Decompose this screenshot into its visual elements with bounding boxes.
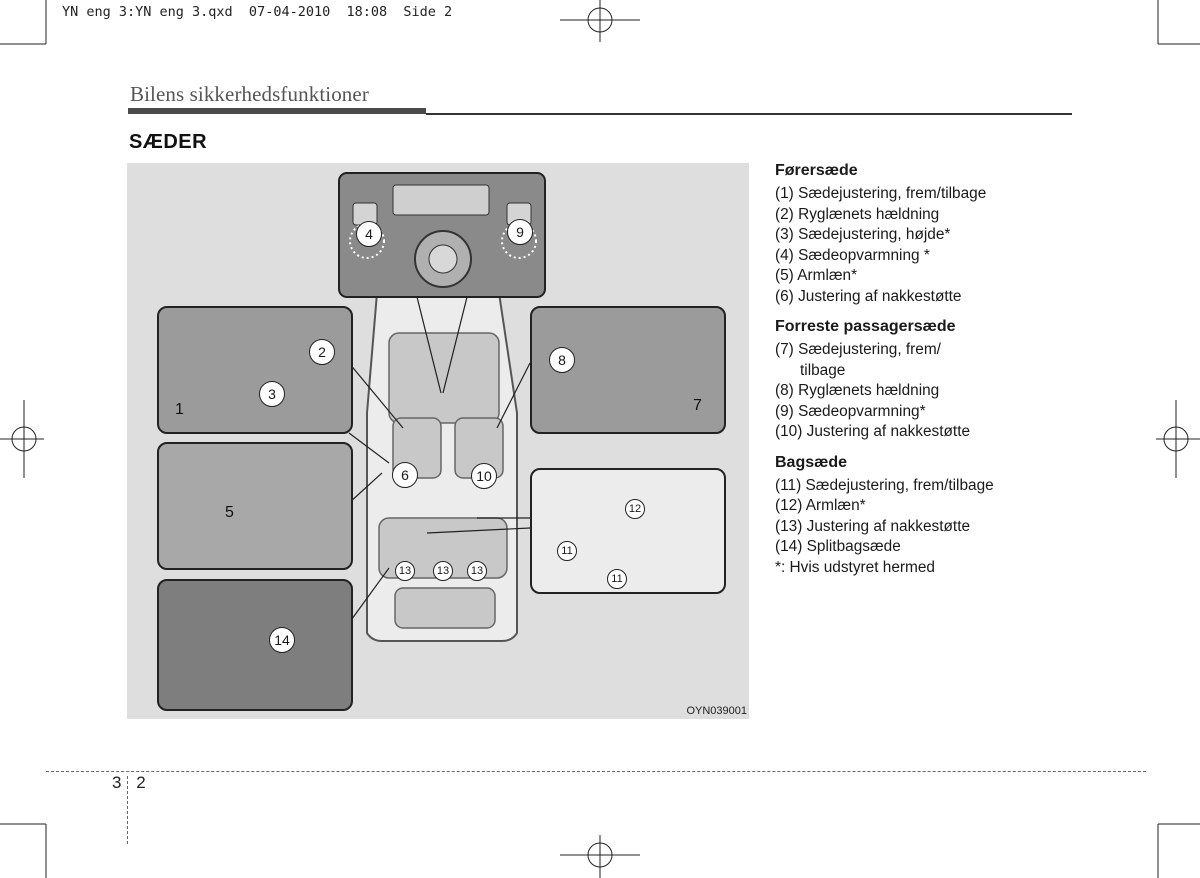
figure-code: OYN039001 bbox=[686, 705, 747, 717]
cargo-area bbox=[394, 587, 496, 629]
seats-illustration: 1 2 3 4 5 6 7 8 9 10 11 11 12 13 13 13 1… bbox=[127, 163, 749, 719]
group-rear-seat: Bagsæde (11) Sædejustering, frem/tilbage… bbox=[775, 453, 1155, 579]
list-item: (3) Sædejustering, højde* bbox=[775, 226, 951, 243]
callout-6: 6 bbox=[392, 462, 418, 488]
callout-12: 12 bbox=[625, 499, 645, 519]
callout-11a: 11 bbox=[557, 541, 577, 561]
callout-14: 14 bbox=[269, 627, 295, 653]
list-item: (13) Justering af nakkestøtte bbox=[775, 517, 971, 535]
inset-driver-seat-side bbox=[157, 306, 353, 434]
inset-rear-seat bbox=[530, 468, 726, 594]
callout-8: 8 bbox=[549, 347, 575, 373]
footer-rule bbox=[46, 771, 1146, 772]
callout-11b: 11 bbox=[607, 569, 627, 589]
car-seat-diagram bbox=[338, 172, 546, 642]
list-item: (14) Splitbagsæde bbox=[775, 538, 901, 555]
list-item: (7) Sædejustering, frem/ bbox=[775, 341, 941, 358]
callout-10: 10 bbox=[471, 463, 497, 489]
section-title: Bilens sikkerhedsfunktioner bbox=[130, 82, 369, 106]
page-index: 2 bbox=[136, 773, 147, 792]
callout-13a: 13 bbox=[395, 561, 415, 581]
print-slug: YN eng 3:YN eng 3.qxd 07-04-2010 18:08 S… bbox=[62, 4, 453, 20]
list-item: (2) Ryglænets hældning bbox=[775, 205, 940, 223]
list-item: (9) Sædeopvarmning* bbox=[775, 402, 926, 420]
callout-13b: 13 bbox=[433, 561, 453, 581]
callout-3: 3 bbox=[259, 381, 285, 407]
callout-4: 4 bbox=[356, 221, 382, 247]
group-front-passenger-seat: Forreste passagersæde (7) Sædejustering,… bbox=[775, 317, 1155, 443]
callout-5: 5 bbox=[225, 504, 234, 521]
page-heading: SÆDER bbox=[129, 131, 208, 153]
list-item: (6) Justering af nakkestøtte bbox=[775, 287, 962, 305]
list-item-continuation: tilbage bbox=[800, 361, 846, 379]
inset-armrest bbox=[157, 442, 353, 570]
group-title: Bagsæde bbox=[775, 453, 848, 471]
windshield bbox=[388, 332, 500, 424]
seat-legend: Førersæde (1) Sædejustering, frem/tilbag… bbox=[775, 161, 1155, 588]
page-divider bbox=[127, 776, 128, 844]
callout-9: 9 bbox=[507, 219, 533, 245]
list-item: (8) Ryglænets hældning bbox=[775, 382, 940, 399]
chapter-number: 3 bbox=[112, 773, 123, 792]
group-driver-seat: Førersæde (1) Sædejustering, frem/tilbag… bbox=[775, 161, 1155, 307]
list-item: (11) Sædejustering, frem/tilbage bbox=[775, 476, 994, 494]
callout-7: 7 bbox=[693, 397, 702, 414]
footnote: *: Hvis udstyret hermed bbox=[775, 558, 935, 576]
list-item: (12) Armlæn* bbox=[775, 497, 866, 514]
callout-13c: 13 bbox=[467, 561, 487, 581]
header-rule bbox=[426, 113, 1072, 115]
list-item: (4) Sædeopvarmning * bbox=[775, 246, 930, 264]
list-item: (10) Justering af nakkestøtte bbox=[775, 423, 971, 440]
page-number: 3 2 bbox=[112, 773, 147, 793]
inset-split-seat-lever bbox=[157, 579, 353, 711]
list-item: (1) Sædejustering, frem/tilbage bbox=[775, 185, 987, 202]
list-item: (5) Armlæn* bbox=[775, 267, 858, 284]
callout-2: 2 bbox=[309, 339, 335, 365]
group-title: Førersæde bbox=[775, 162, 858, 179]
header-bar bbox=[128, 108, 426, 114]
group-title: Forreste passagersæde bbox=[775, 318, 956, 335]
console-panel bbox=[338, 172, 546, 298]
callout-1: 1 bbox=[175, 401, 184, 418]
